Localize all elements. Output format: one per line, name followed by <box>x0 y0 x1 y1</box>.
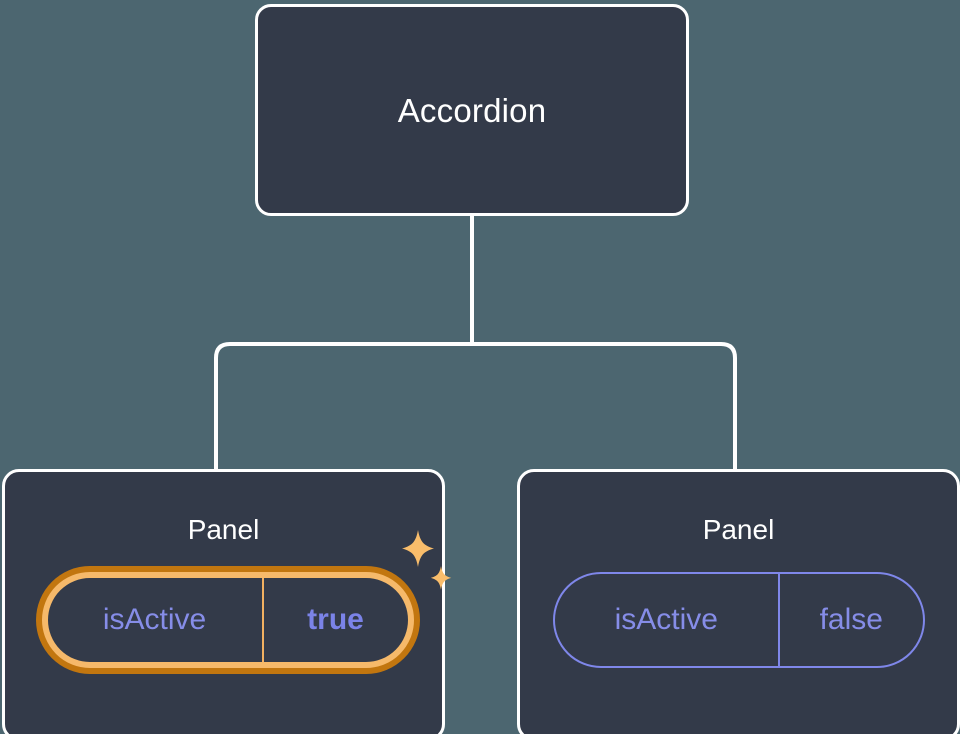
root-node-title: Accordion <box>397 91 547 129</box>
panel-right-title: Panel <box>702 514 775 545</box>
sparkle-star-small-icon <box>430 566 451 590</box>
tree-node-panel-right[interactable]: Panel isActive false <box>517 469 960 734</box>
prop-pill-active[interactable]: isActive true <box>41 572 414 668</box>
tree-node-panel-left[interactable]: Panel isActive true <box>2 469 451 734</box>
prop-value-true: true <box>261 578 408 662</box>
sparkle-star-icon <box>401 530 434 567</box>
connector-branch-left <box>214 342 472 472</box>
panel-left-title: Panel <box>187 514 260 545</box>
tree-node-root[interactable]: Accordion <box>255 4 689 216</box>
prop-key-isactive: isActive <box>614 603 718 636</box>
panel-right-prop-wrap: isActive false <box>552 572 925 668</box>
connector-branch-right <box>472 342 737 472</box>
prop-value-false: false <box>778 574 922 666</box>
prop-key-isactive: isActive <box>102 603 207 636</box>
panel-left-prop-wrap: isActive true <box>34 530 451 668</box>
prop-pill-inactive[interactable]: isActive false <box>552 572 925 668</box>
